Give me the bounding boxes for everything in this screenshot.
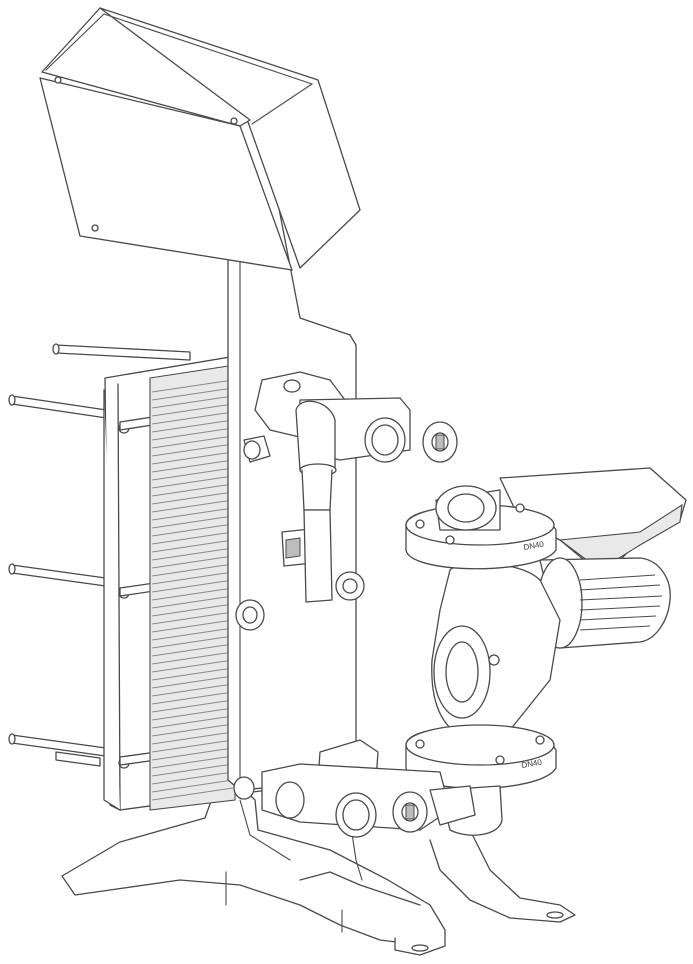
bottom-valves [233,739,476,838]
flange-bottom-label: DN40 [521,757,543,770]
pump-flanges: DN40 DN40 [405,485,557,836]
plate-pack [149,364,236,811]
base-stand [61,779,576,956]
control-box [39,7,361,271]
flange-top-label: DN40 [523,539,545,552]
top-valves [243,371,458,511]
circulation-pump [431,467,687,741]
flow-sensor [235,509,365,631]
